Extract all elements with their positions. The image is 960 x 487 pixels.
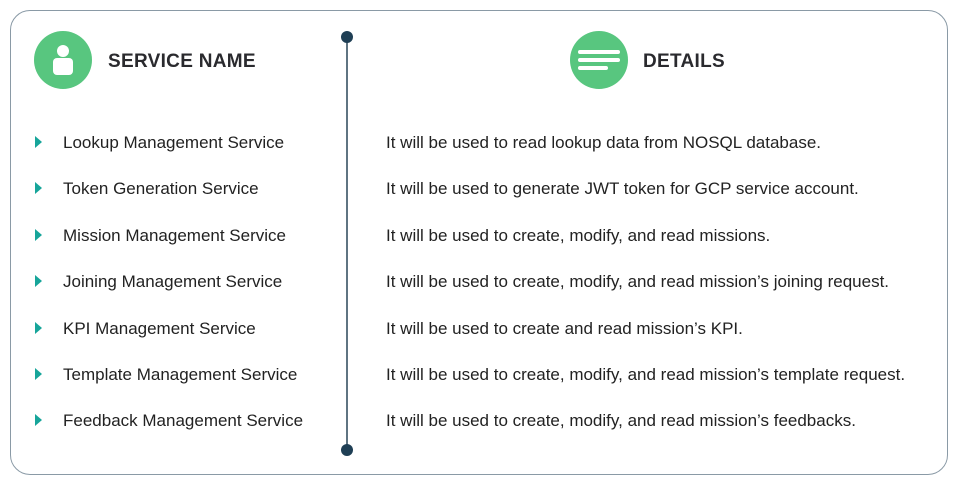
service-name: Token Generation Service	[63, 179, 259, 198]
service-details: It will be used to generate JWT token fo…	[386, 179, 859, 198]
bullet-arrow-icon	[35, 414, 42, 426]
details-heading: DETAILS	[643, 51, 725, 72]
bullet-arrow-icon	[35, 136, 42, 148]
user-icon	[34, 31, 92, 89]
service-details: It will be used to create, modify, and r…	[386, 226, 771, 245]
bullet-arrow-icon	[35, 182, 42, 194]
service-row: KPI Management Service It will be used t…	[0, 317, 960, 341]
service-name: Feedback Management Service	[63, 411, 304, 430]
service-row: Template Management Service It will be u…	[0, 363, 960, 387]
bullet-arrow-icon	[35, 322, 42, 334]
service-details: It will be used to create, modify, and r…	[386, 411, 856, 430]
service-row: Joining Management Service It will be us…	[0, 270, 960, 294]
bullet-arrow-icon	[35, 229, 42, 241]
service-details: It will be used to create and read missi…	[386, 319, 743, 338]
bullet-arrow-icon	[35, 368, 42, 380]
service-details: It will be used to create, modify, and r…	[386, 272, 890, 291]
service-details: It will be used to read lookup data from…	[386, 133, 822, 152]
text-lines-icon	[570, 31, 628, 89]
service-row: Lookup Management Service It will be use…	[0, 131, 960, 155]
service-name-heading: SERVICE NAME	[108, 51, 256, 72]
service-name: KPI Management Service	[63, 319, 256, 338]
service-row: Mission Management Service It will be us…	[0, 224, 960, 248]
divider-dot-top	[341, 31, 353, 43]
service-row: Token Generation Service It will be used…	[0, 177, 960, 201]
service-name: Mission Management Service	[63, 226, 286, 245]
service-row: Feedback Management Service It will be u…	[0, 409, 960, 433]
divider-dot-bottom	[341, 444, 353, 456]
service-name: Template Management Service	[63, 365, 298, 384]
services-card	[10, 10, 948, 475]
service-name: Lookup Management Service	[63, 133, 285, 152]
service-details: It will be used to create, modify, and r…	[386, 365, 906, 384]
bullet-arrow-icon	[35, 275, 42, 287]
service-name: Joining Management Service	[63, 272, 283, 291]
divider-line	[346, 36, 348, 450]
